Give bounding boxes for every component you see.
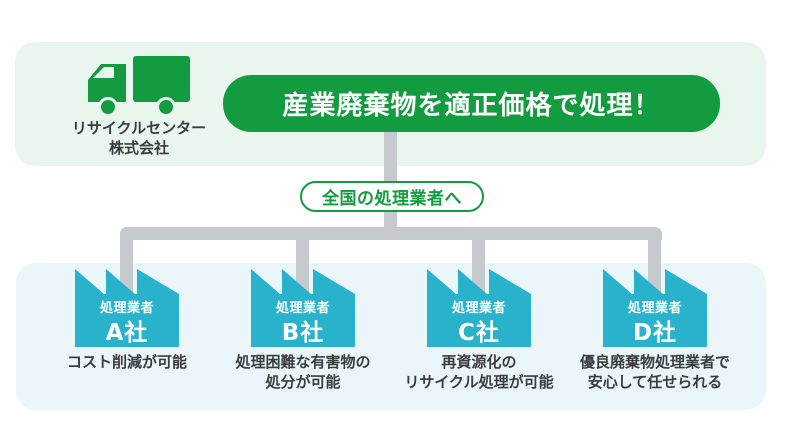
factory-icon xyxy=(251,269,355,347)
desc-line: 安心して任せられる xyxy=(587,373,723,391)
processor-b-description: 処理困難な有害物の 処分が可能 xyxy=(203,352,403,392)
desc-line: リサイクル処理が可能 xyxy=(404,373,554,391)
processor-role: 処理業者 xyxy=(275,301,330,316)
factory-icon xyxy=(603,269,707,347)
factory-b: 処理業者 B社 xyxy=(251,269,355,347)
processor-c-description: 再資源化の リサイクル処理が可能 xyxy=(379,352,579,392)
desc-line: 優良廃棄物処理業者で xyxy=(579,353,730,371)
factory-a: 処理業者 A社 xyxy=(75,269,179,347)
processor-name: D社 xyxy=(632,320,678,346)
connector-drop-c xyxy=(472,234,485,294)
processor-role: 処理業者 xyxy=(99,301,154,316)
processor-d-description: 優良廃棄物処理業者で 安心して任せられる xyxy=(555,352,755,392)
desc-line: 処分が可能 xyxy=(265,373,341,391)
nationwide-processors-pill: 全国の処理業者へ xyxy=(300,181,484,212)
factory-c: 処理業者 C社 xyxy=(427,269,531,347)
connector-drop-d xyxy=(648,234,661,294)
processor-name: B社 xyxy=(281,320,325,346)
processor-role: 処理業者 xyxy=(627,301,682,316)
processor-name: C社 xyxy=(458,320,500,346)
factory-icon xyxy=(75,269,179,347)
connector-drop-a xyxy=(120,234,133,294)
desc-line: コスト削減が可能 xyxy=(66,353,187,371)
connector-horizontal-line xyxy=(120,227,662,240)
factory-icon xyxy=(427,269,531,347)
processor-role: 処理業者 xyxy=(451,301,506,316)
desc-line: 処理困難な有害物の xyxy=(235,353,371,371)
headline-banner: 産業廃棄物を適正価格で処理！ xyxy=(223,75,720,132)
company-name-line1: リサイクルセンター xyxy=(71,119,207,137)
company-name-line2: 株式会社 xyxy=(108,139,169,157)
truck-icon xyxy=(88,56,190,118)
company-name: リサイクルセンター 株式会社 xyxy=(64,118,214,158)
factory-d: 処理業者 D社 xyxy=(603,269,707,347)
processor-name: A社 xyxy=(105,320,149,346)
connector-drop-b xyxy=(296,234,309,294)
desc-line: 再資源化の xyxy=(441,353,517,371)
processor-a-description: コスト削減が可能 xyxy=(27,352,227,372)
